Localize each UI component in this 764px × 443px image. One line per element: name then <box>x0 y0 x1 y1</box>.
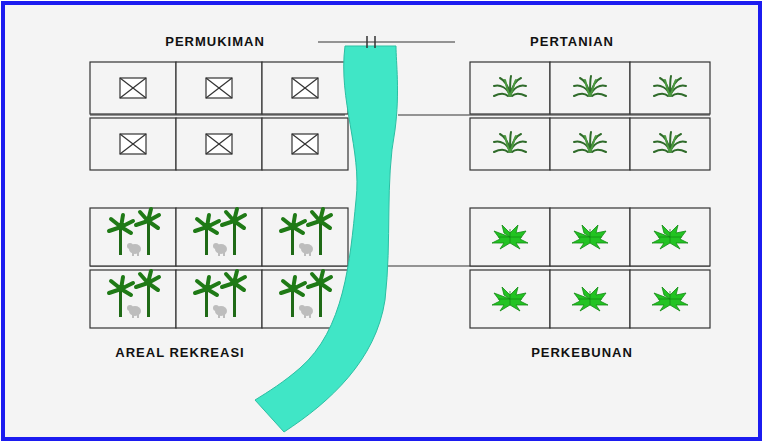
grass-icon <box>494 132 526 152</box>
land-plot <box>262 208 348 266</box>
land-plot <box>262 118 348 170</box>
palms-icon <box>195 271 245 318</box>
land-plot <box>90 118 176 170</box>
land-plot <box>550 62 630 114</box>
grass-icon <box>574 76 606 96</box>
land-plot <box>176 118 262 170</box>
area-label: PERTANIAN <box>527 34 617 50</box>
land-plot <box>630 62 710 114</box>
land-plot <box>90 62 176 114</box>
land-plot <box>550 270 630 328</box>
land-plot <box>176 62 262 114</box>
area-label: PERKEBUNAN <box>528 345 636 361</box>
land-plot <box>550 208 630 266</box>
land-plot <box>176 208 262 266</box>
land-plot <box>630 208 710 266</box>
house-icon <box>292 78 318 98</box>
bush-icon <box>492 225 528 249</box>
house-icon <box>120 78 146 98</box>
land-plot <box>470 62 550 114</box>
bush-icon <box>572 287 608 311</box>
bush-icon <box>572 225 608 249</box>
grass-icon <box>574 132 606 152</box>
house-icon <box>206 134 232 154</box>
land-plot <box>550 118 630 170</box>
palms-icon <box>281 271 331 318</box>
palms-icon <box>109 271 159 318</box>
land-plot <box>176 270 262 328</box>
grass-icon <box>654 76 686 96</box>
bush-icon <box>652 287 688 311</box>
grass-icon <box>494 76 526 96</box>
house-icon <box>120 134 146 154</box>
palms-icon <box>109 209 159 256</box>
land-plot <box>630 270 710 328</box>
house-icon <box>206 78 232 98</box>
land-plot <box>470 118 550 170</box>
land-plot <box>630 118 710 170</box>
house-icon <box>292 134 318 154</box>
area-label: AREAL REKREASI <box>112 345 247 361</box>
land-plot <box>470 208 550 266</box>
palms-icon <box>281 209 331 256</box>
area-label: PERMUKIMAN <box>162 34 268 50</box>
land-plot <box>262 62 348 114</box>
palms-icon <box>195 209 245 256</box>
grass-icon <box>654 132 686 152</box>
land-plot <box>470 270 550 328</box>
bush-icon <box>492 287 528 311</box>
land-plot <box>90 270 176 328</box>
bush-icon <box>652 225 688 249</box>
land-plot <box>90 208 176 266</box>
